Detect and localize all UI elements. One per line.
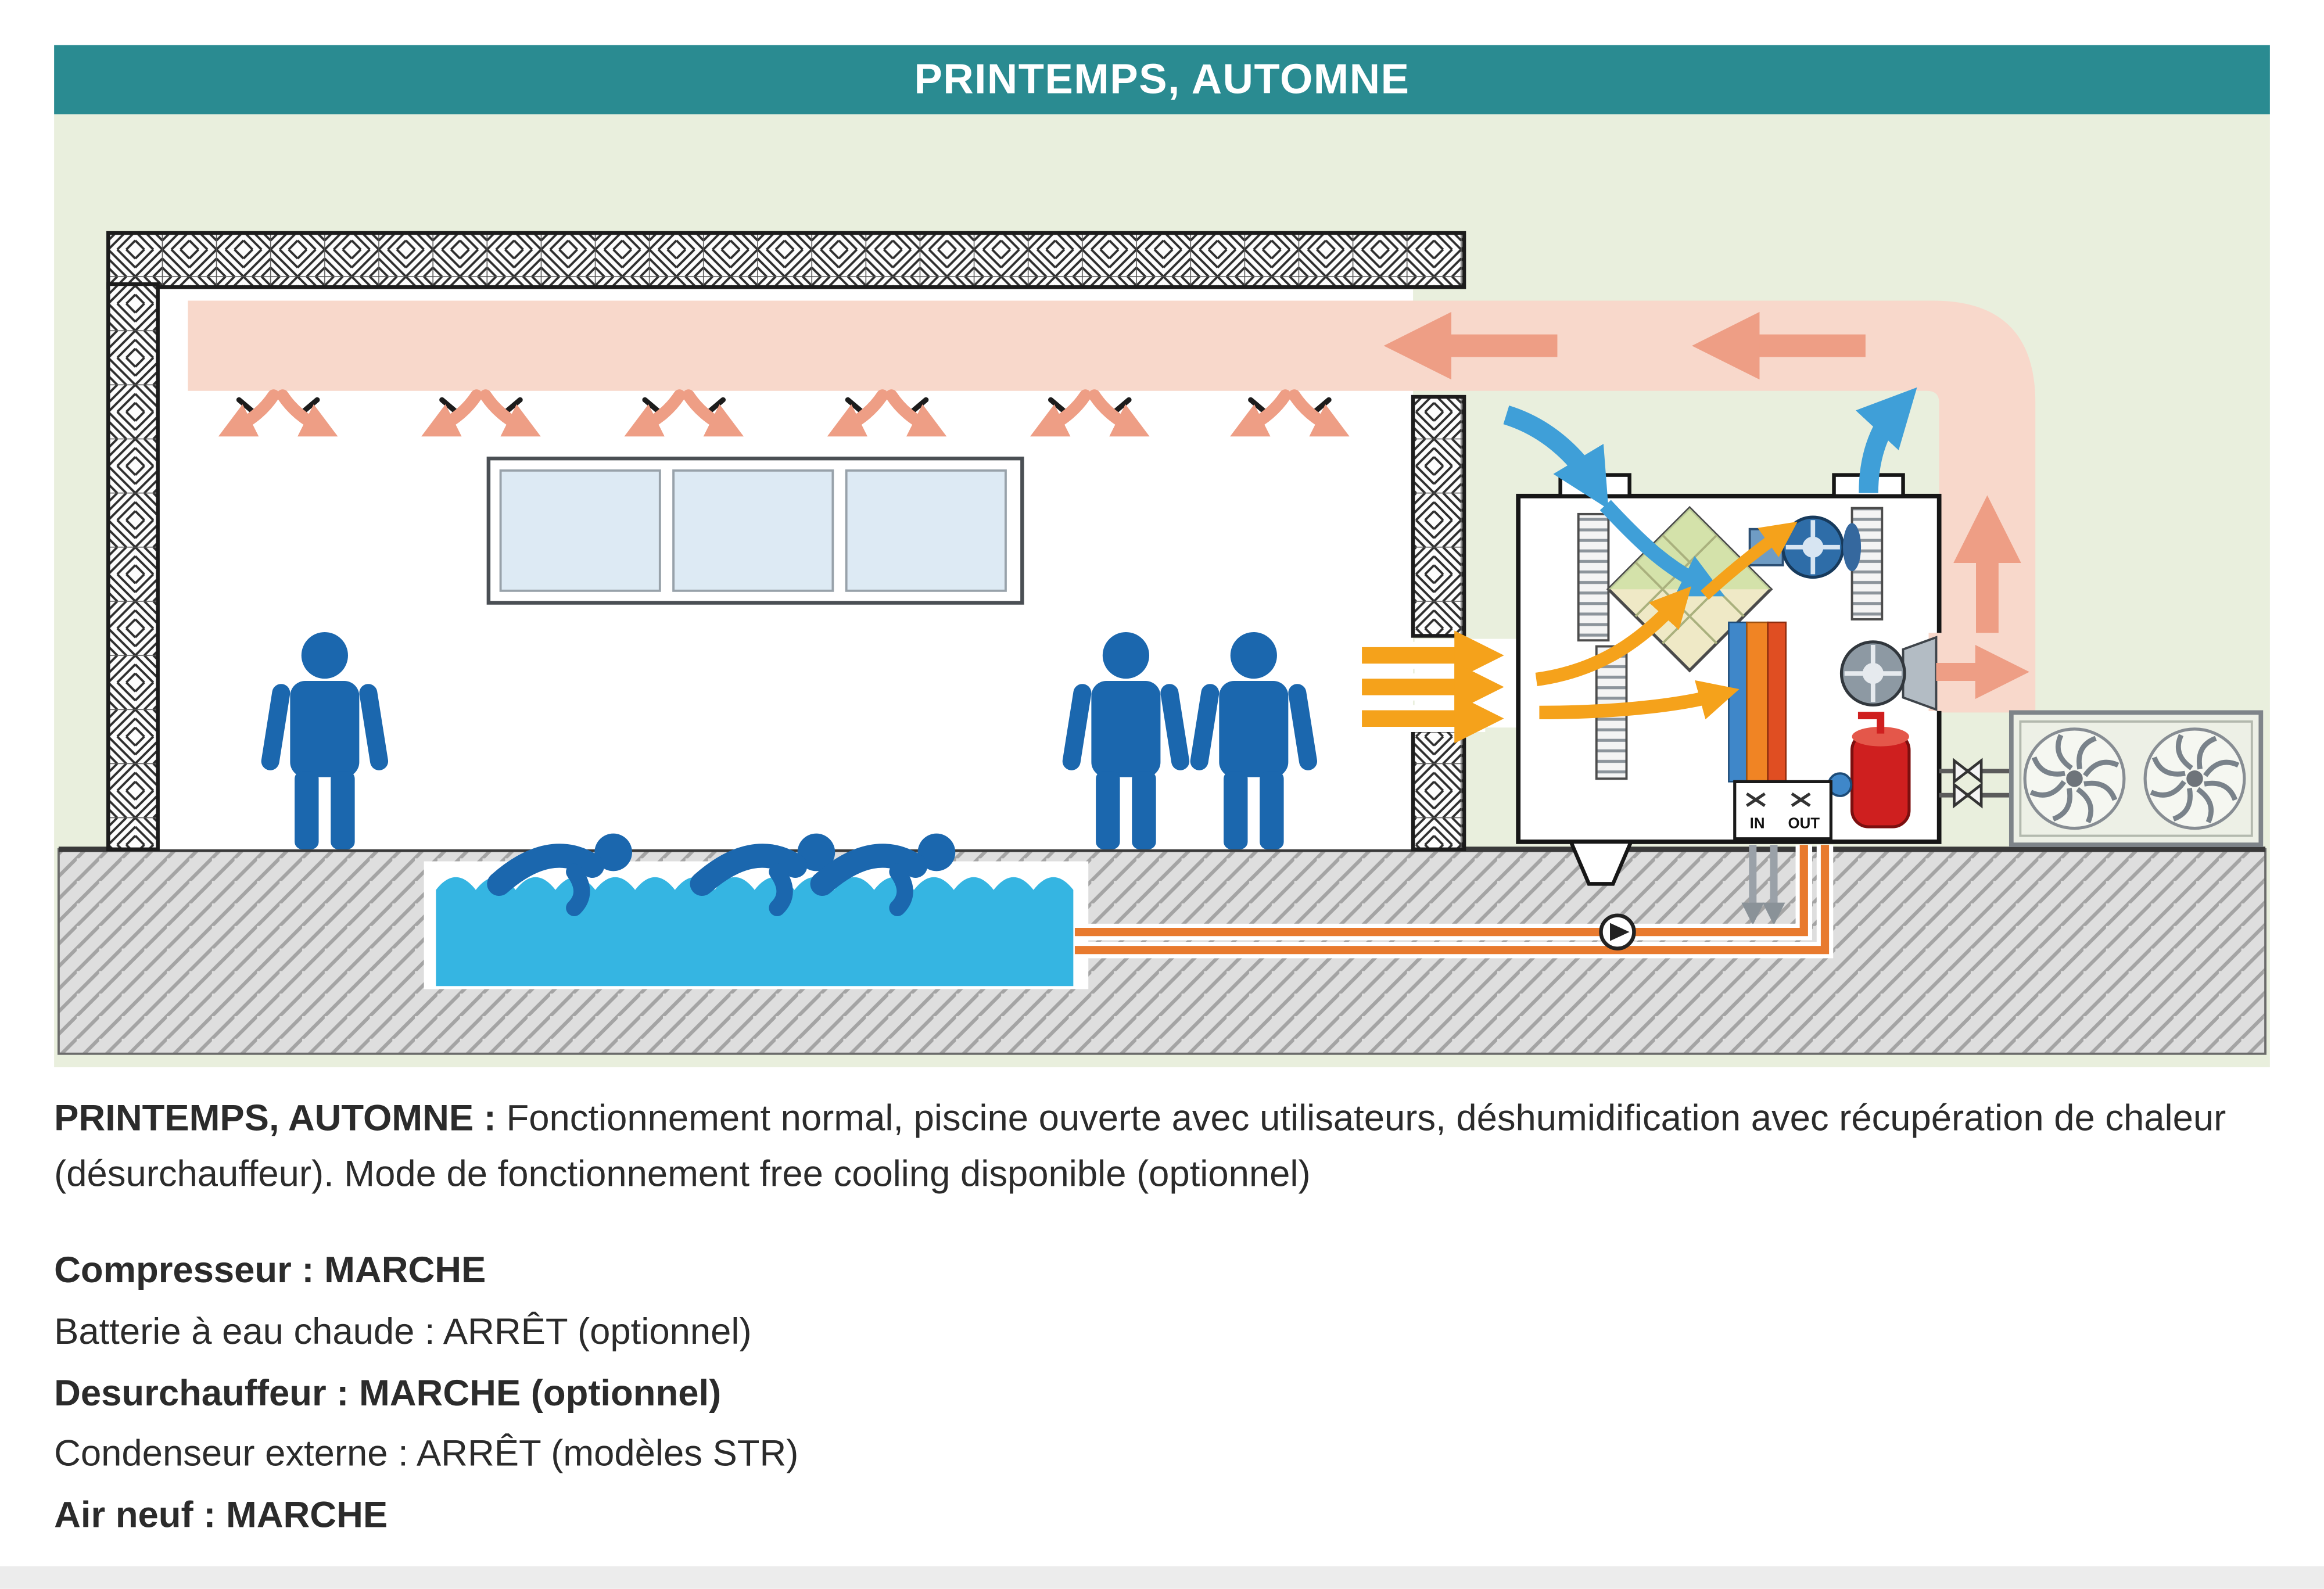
status-list: Compresseur : MARCHE Batterie à eau chau…	[54, 1242, 2279, 1548]
pump-icon	[1599, 913, 1636, 950]
in-label: IN	[1750, 816, 1765, 832]
window-pane	[845, 469, 1007, 592]
diagram-panel: IN OUT	[54, 114, 2270, 1067]
external-condenser	[1939, 710, 2264, 847]
room-air-to-coil-arrow	[1539, 680, 1740, 720]
filter	[1577, 512, 1610, 642]
caption-block: PRINTEMPS, AUTOMNE : Fonctionnement norm…	[54, 1091, 2279, 1548]
wall-right-upper	[1411, 394, 1466, 638]
diagram-card: PRINTEMPS, AUTOMNE	[54, 45, 2270, 1067]
condensate-drains	[1741, 845, 1785, 926]
hvac-pool-diagram: IN OUT	[57, 231, 2267, 1055]
footer-strip	[0, 1566, 2324, 1589]
air-to-exhaust-arrow	[1701, 521, 1798, 600]
status-compressor: Compresseur : MARCHE	[54, 1251, 486, 1292]
pool-water	[436, 877, 1074, 987]
fresh-air-through-exchanger-arrow	[1599, 500, 1725, 597]
window-pane	[672, 469, 834, 592]
status-fresh-air: Air neuf : MARCHE	[54, 1495, 388, 1537]
windows	[486, 456, 1024, 605]
status-desuperheater: Desurchauffeur : MARCHE (optionnel)	[54, 1373, 722, 1415]
valve-icon	[1953, 758, 1983, 785]
condenser-fan	[2143, 727, 2246, 830]
valve-icon	[1953, 781, 1983, 809]
water-connections: IN OUT	[1733, 780, 1832, 841]
description-paragraph: PRINTEMPS, AUTOMNE : Fonctionnement norm…	[54, 1091, 2279, 1203]
ceiling-insulation	[106, 231, 1466, 289]
out-label: OUT	[1788, 816, 1820, 832]
description-lead: PRINTEMPS, AUTOMNE :	[54, 1099, 496, 1140]
exhaust-air-arrow	[1855, 387, 1917, 493]
diagram-title: PRINTEMPS, AUTOMNE	[914, 55, 1410, 102]
valve-icon	[1746, 792, 1811, 807]
wall-right-lower	[1411, 729, 1466, 852]
pool-water-pipes	[1074, 845, 1834, 959]
drain-funnel	[1568, 840, 1634, 886]
room-air-through-exchanger-arrow	[1535, 586, 1692, 687]
supply-fan	[1839, 636, 1938, 711]
status-external-condenser: Condenseur externe : ARRÊT (modèles STR)	[54, 1434, 799, 1476]
window-pane	[499, 469, 661, 592]
compressor	[1850, 712, 1911, 828]
wall-left	[106, 282, 160, 852]
room-air-arrows	[1362, 630, 1504, 744]
description-body: Fonctionnement normal, piscine ouverte a…	[54, 1099, 2226, 1196]
condenser-fan	[2023, 727, 2126, 830]
fresh-air-intake-arrow	[1503, 406, 1609, 510]
pool	[424, 861, 1089, 989]
condenser-coil	[1728, 621, 1787, 783]
diagram-header: PRINTEMPS, AUTOMNE	[54, 45, 2270, 114]
status-hot-water-coil: Batterie à eau chaude : ARRÊT (optionnel…	[54, 1312, 752, 1353]
